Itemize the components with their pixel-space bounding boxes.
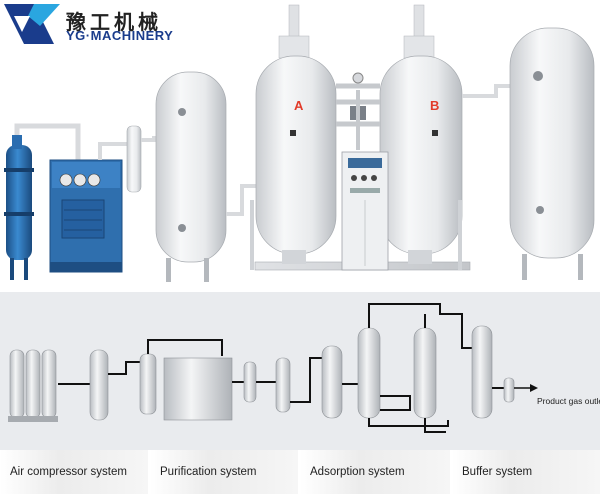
tank-b-label: B — [430, 98, 439, 113]
adsorption-tower-b-icon: B — [379, 4, 463, 264]
refrigerated-dryer-icon — [49, 159, 123, 273]
diagram-filter-3-icon — [275, 357, 291, 413]
caption-label: Air compressor system — [10, 466, 127, 478]
control-cabinet-icon — [341, 151, 389, 271]
diagram-adsorber-a-icon — [357, 327, 381, 419]
diagram-dryer-icon — [163, 357, 233, 421]
diagram-buffer-tank-icon — [471, 325, 493, 419]
diagram-filter-icon — [139, 353, 157, 415]
product-gas-outlet-label: Product gas outlet — [537, 396, 600, 406]
air-dryer-icon — [4, 123, 81, 280]
diagram-final-filter-icon — [503, 377, 515, 403]
diagram-filter-2-icon — [243, 361, 257, 403]
caption-label: Buffer system — [462, 466, 533, 478]
brand-name-cn: 豫工机械 — [66, 10, 162, 34]
caption-label: Purification system — [160, 466, 257, 478]
caption-adsorption: Adsorption system — [300, 450, 450, 494]
caption-label: Adsorption system — [310, 466, 405, 478]
caption-buffer: Buffer system — [452, 450, 600, 494]
caption-air-compressor: Air compressor system — [0, 450, 148, 494]
tank-a-label: A — [294, 98, 304, 113]
yg-logo-icon — [4, 4, 60, 44]
adsorption-tower-a-icon: A — [255, 4, 337, 264]
buffer-tank-icon — [509, 27, 595, 280]
air-compressor-diagram-icon — [8, 349, 58, 422]
brand-logo: 豫工机械 YG·MACHINERY — [4, 4, 174, 44]
process-flow-diagram — [8, 303, 538, 433]
equipment-photo: A B — [4, 4, 595, 282]
diagram-air-tank-icon — [89, 349, 109, 421]
diagram-adsorber-b-icon — [413, 327, 437, 419]
diagram-carbon-tower-icon — [321, 345, 343, 419]
air-tank-icon — [155, 71, 262, 282]
caption-purification: Purification system — [150, 450, 298, 494]
outlet-arrow-icon — [530, 384, 538, 392]
valve-manifold-icon — [336, 72, 380, 150]
brand-name-en: YG·MACHINERY — [66, 28, 174, 43]
filter-icon — [98, 125, 156, 193]
stage-captions: Air compressor system Purification syste… — [0, 450, 600, 500]
